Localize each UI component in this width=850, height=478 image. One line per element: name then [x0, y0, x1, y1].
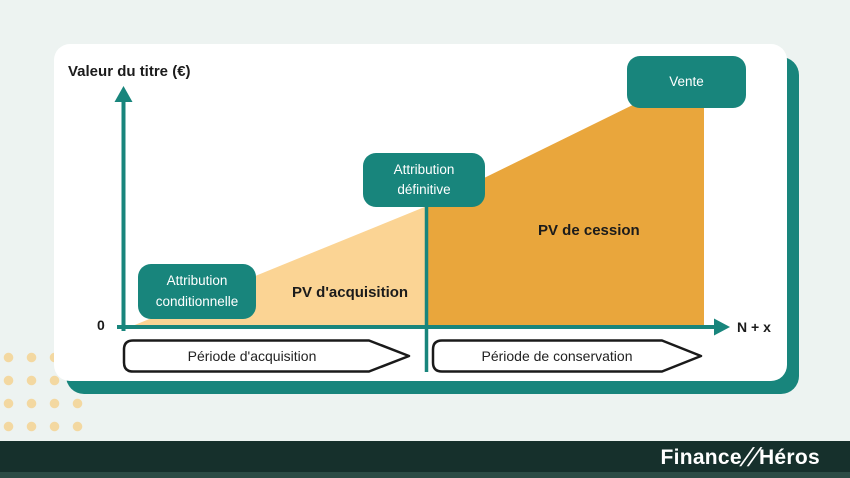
footer-edge-strip [0, 472, 850, 478]
badge-vente: Vente [627, 56, 746, 108]
cession-gain-label: PV de cession [538, 222, 640, 239]
cession-area [427, 70, 704, 329]
origin-label: 0 [97, 317, 105, 333]
acquisition-period-arrow-shape [122, 339, 411, 373]
conservation-period-label: Période de conservation [481, 348, 633, 364]
acquisition-period-label: Période d'acquisition [187, 348, 317, 364]
y-axis-arrow-icon [114, 86, 133, 102]
y-axis-label: Valeur du titre (€) [68, 63, 191, 80]
footer-bar: Finance//Héros [0, 441, 850, 478]
brand-heros-text: Héros [758, 445, 820, 469]
brand-logo: Finance//Héros [660, 441, 820, 472]
badge-attribution-definitive: Attribution définitive [363, 153, 485, 207]
brand-slashes-icon: // [739, 441, 762, 472]
brand-finance-text: Finance [660, 445, 742, 469]
badge-attribution-conditionnelle: Attribution conditionnelle [138, 264, 256, 319]
conservation-period-arrow-shape [431, 339, 703, 373]
acquisition-gain-label: PV d'acquisition [292, 284, 409, 301]
x-axis-end-label: N + x [737, 319, 771, 335]
x-axis-arrow-icon [714, 318, 730, 336]
